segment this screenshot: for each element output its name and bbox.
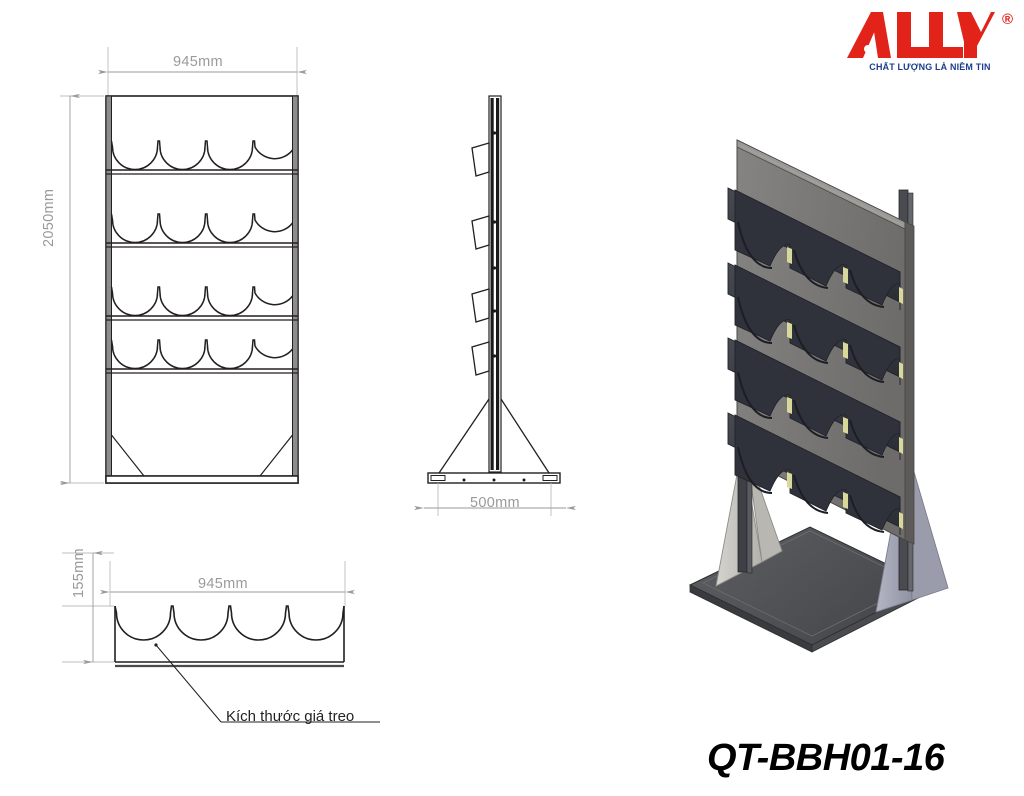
front-lower-bay	[105, 434, 299, 484]
side-view-foot	[427, 472, 561, 484]
product-code: QT-BBH01-16	[707, 737, 945, 779]
side-view-mast	[488, 95, 502, 473]
side-depth-dimension	[414, 483, 576, 516]
front-view-outline	[105, 95, 299, 484]
iso-shelf-tier-3	[727, 337, 903, 460]
iso-shelf-tier-4	[727, 412, 903, 535]
front-shelf-tier-2	[106, 213, 298, 248]
front-width-label: 945mm	[173, 54, 223, 70]
shelf-callout-label: Kích thước giá treo	[226, 708, 355, 725]
logo-tagline: CHẤT LƯỢNG LÀ NIỀM TIN	[869, 62, 991, 73]
front-height-label: 2050mm	[41, 188, 57, 247]
front-view	[60, 47, 307, 486]
side-view	[414, 95, 576, 516]
iso-shelf-tier-2	[727, 262, 903, 385]
front-shelf-tier-3	[106, 286, 298, 321]
front-shelf-tier-4	[106, 339, 298, 374]
side-view-a-frame	[436, 398, 552, 477]
side-view-brackets	[471, 142, 490, 376]
isometric-render	[688, 139, 949, 653]
detail-height-label: 155mm	[71, 548, 87, 598]
detail-callout-leader	[154, 643, 380, 723]
detail-width-label: 945mm	[198, 576, 248, 592]
side-depth-label: 500mm	[470, 495, 520, 511]
ally-logo: ® CHẤT LƯỢNG LÀ NIỀM TIN	[845, 8, 1015, 84]
detail-shelf-outline	[114, 605, 345, 668]
front-shelf-tier-1	[106, 140, 298, 175]
iso-shelf-tier-1	[727, 187, 903, 310]
registered-trademark-icon: ®	[1001, 11, 1013, 28]
iso-shelf-rails	[727, 187, 903, 535]
detail-view-dimension-lines	[62, 552, 346, 663]
detail-view-shelf-profile	[62, 550, 380, 723]
ally-wordmark-icon	[847, 12, 995, 58]
